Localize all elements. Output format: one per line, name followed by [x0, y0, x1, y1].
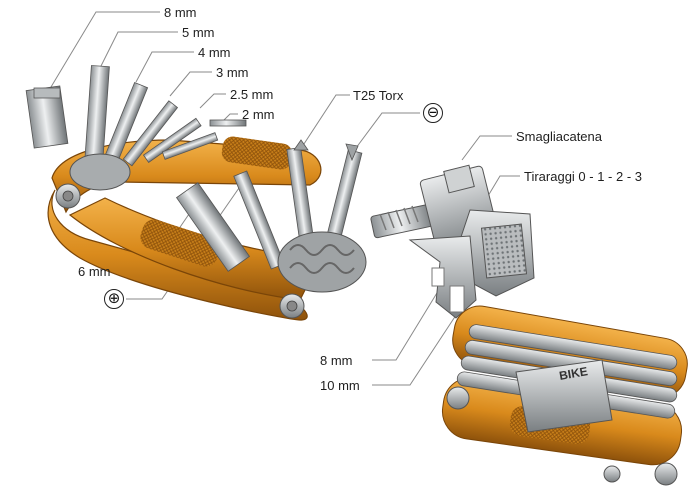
folded-multitool: BIKE: [441, 305, 688, 486]
leader-wrench10: [372, 305, 463, 386]
unfolded-multitool: [25, 65, 535, 321]
label-hex-2mm: 2 mm: [242, 107, 275, 122]
leader-4mm: [135, 51, 194, 83]
leader-chain: [461, 135, 512, 161]
folded-pivot-left: [446, 386, 470, 410]
label-chain-tool: Smagliacatena: [516, 129, 602, 144]
torx-tip: [293, 139, 309, 151]
back-arm-knurl: [221, 136, 293, 170]
phillips-screwdriver-icon: ⊕: [104, 289, 124, 309]
hex-2mm-key: [161, 132, 219, 160]
label-hex-5mm: 5 mm: [182, 25, 215, 40]
leader-3mm: [169, 71, 212, 97]
hex-3mm-key: [122, 100, 179, 167]
label-spoke-wrench: Tiraraggi 0 - 1 - 2 - 3: [524, 169, 643, 184]
label-hex-2-5mm: 2.5 mm: [230, 87, 274, 102]
folded-chain-tool-plate: [515, 359, 613, 433]
label-hex-4mm: 4 mm: [198, 45, 231, 60]
chain-tool: [370, 164, 535, 319]
phillips-bit: [233, 170, 285, 270]
folded-pivot-right: [654, 462, 678, 486]
leader-flat: [349, 112, 420, 157]
flat-tip: [345, 143, 359, 162]
hex-6mm-key: [175, 182, 251, 272]
flat-screwdriver-icon: ⊖: [423, 103, 443, 123]
chain-tool-pin-shaft: [370, 203, 436, 239]
leader-spoke: [487, 175, 520, 197]
hex-2-5mm-key: [142, 117, 202, 164]
folded-brand-text: BIKE: [558, 364, 589, 383]
label-hex-6mm: 6 mm: [78, 264, 111, 279]
leader-torx: [299, 94, 350, 151]
leader-wrench8: [372, 287, 441, 361]
leader-5mm: [99, 31, 178, 69]
label-hex-3mm: 3 mm: [216, 65, 249, 80]
label-torx: T25 Torx: [353, 88, 404, 103]
hex-2mm-tip: [209, 119, 247, 127]
middle-tool-fan: [175, 139, 363, 272]
label-wrench-8mm: 8 mm: [320, 353, 353, 368]
wrench-10mm-slot: [449, 285, 465, 313]
spoke-wrench-grip: [480, 223, 528, 279]
label-wrench-10mm: 10 mm: [320, 378, 360, 393]
label-hex-8mm: 8 mm: [164, 5, 197, 20]
wrench-8mm-slot: [431, 267, 445, 287]
leader-2-5mm: [199, 93, 226, 109]
front-arm-knurl: [140, 219, 220, 267]
left-hub: [69, 153, 131, 191]
leader-8mm: [47, 11, 160, 93]
middle-hub: [277, 231, 367, 293]
